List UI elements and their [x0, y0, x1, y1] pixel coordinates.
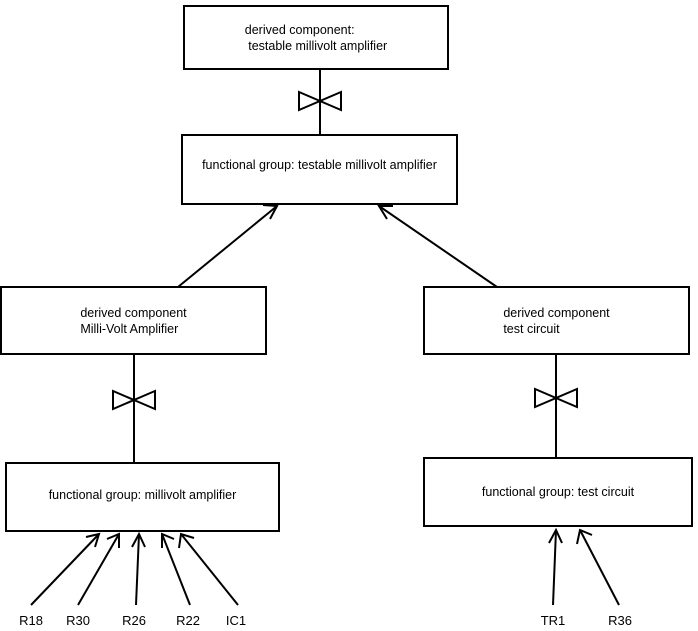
bowtie-left-icon: [112, 389, 156, 411]
arrow-r30-to-fg-millivolt-amplifier: [77, 532, 120, 606]
arrow-r22-to-fg-millivolt-amplifier: [161, 532, 191, 606]
node-fg-millivolt-amplifier[interactable]: functional group: millivolt amplifier: [5, 462, 280, 532]
arrow-ic1-to-fg-millivolt-amplifier: [178, 532, 239, 606]
node-label: functional group: testable millivolt amp…: [202, 158, 437, 172]
leaf-label-r18[interactable]: R18: [19, 613, 43, 628]
bowtie-right-icon: [534, 387, 578, 409]
node-derived-test-circuit[interactable]: derived component test circuit: [423, 286, 690, 355]
leaf-label-r36[interactable]: R36: [608, 613, 632, 628]
arrow-tr1-to-fg-test-circuit: [548, 527, 563, 606]
leaf-label-r22[interactable]: R22: [176, 613, 200, 628]
node-fg-testable-millivolt-amplifier[interactable]: functional group: testable millivolt amp…: [181, 134, 458, 205]
arrow-r36-to-fg-test-circuit: [576, 528, 620, 606]
leaf-label-tr1[interactable]: TR1: [540, 613, 566, 628]
arrow-derived-test-circuit-to-fg-testable: [377, 205, 498, 288]
node-label: derived component test circuit: [503, 305, 610, 336]
node-label: derived component: testable millivolt am…: [244, 22, 388, 53]
node-label: derived component Milli-Volt Amplifier: [80, 305, 187, 336]
arrow-derived-mv-amp-to-fg-testable: [177, 204, 279, 288]
leaf-label-ic1[interactable]: IC1: [225, 613, 247, 628]
leaf-label-r30[interactable]: R30: [66, 613, 90, 628]
arrow-r26-to-fg-millivolt-amplifier: [131, 531, 146, 606]
node-label: functional group: millivolt amplifier: [48, 488, 237, 502]
arrow-r18-to-fg-millivolt-amplifier: [30, 532, 101, 606]
node-fg-test-circuit[interactable]: functional group: test circuit: [423, 457, 693, 527]
bowtie-top-icon: [298, 90, 342, 112]
node-label: functional group: test circuit: [481, 485, 635, 499]
node-derived-testable-millivolt-amplifier[interactable]: derived component: testable millivolt am…: [183, 5, 449, 70]
leaf-label-r26[interactable]: R26: [122, 613, 146, 628]
node-derived-milli-volt-amplifier[interactable]: derived component Milli-Volt Amplifier: [0, 286, 267, 355]
